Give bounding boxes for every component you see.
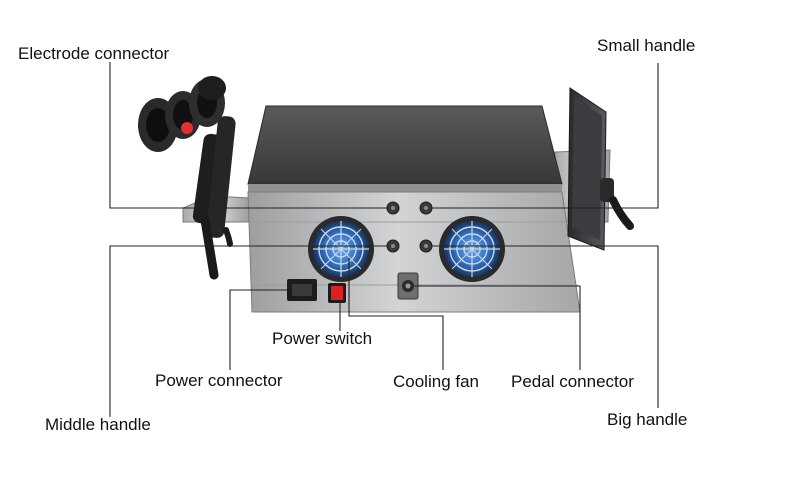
label-big-handle: Big handle: [607, 410, 688, 429]
leader-pedal-connector: [414, 285, 581, 370]
label-middle-handle: Middle handle: [45, 415, 151, 434]
label-cooling-fan: Cooling fan: [393, 372, 480, 391]
leader-small-handle: [432, 63, 659, 209]
power-switch-button: [328, 283, 346, 303]
cooling-fan-left: [308, 216, 374, 282]
leader-middle-handle: [109, 245, 388, 417]
middle-handle-group: [138, 76, 236, 280]
big-handle-group: [567, 87, 634, 251]
power-connector-socket: [287, 279, 317, 301]
label-pedal-connector: Pedal connector: [511, 372, 634, 391]
cooling-fan-right: [439, 216, 505, 282]
label-power-connector: Power connector: [155, 371, 283, 390]
pedal-connector-socket: [397, 272, 419, 300]
leader-power-connector: [229, 289, 287, 370]
label-electrode-connector: Electrode connector: [18, 44, 170, 63]
label-small-handle: Small handle: [597, 36, 696, 55]
label-power-switch: Power switch: [272, 329, 373, 348]
leader-electrode-connector: [109, 62, 388, 209]
leader-cooling-fan: [348, 258, 444, 370]
leader-big-handle: [432, 245, 659, 408]
